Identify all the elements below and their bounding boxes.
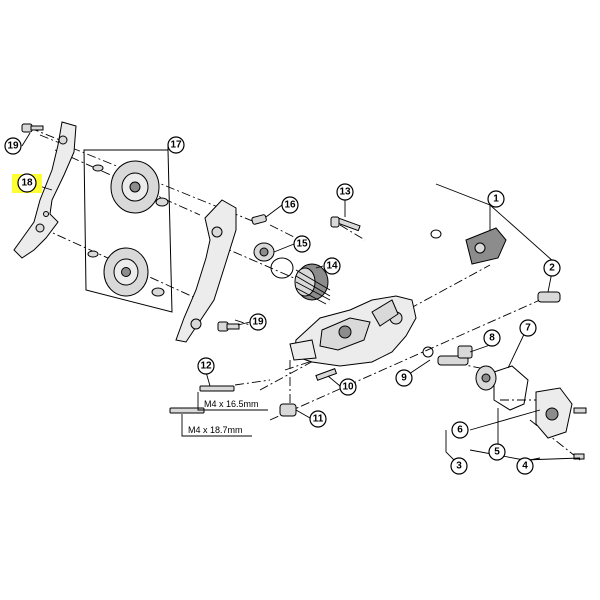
cable-fixing-bolt <box>315 368 338 381</box>
callout-4[interactable]: 4 <box>516 457 534 475</box>
bushing <box>253 242 275 262</box>
derailleur-body <box>289 295 417 367</box>
svg-text:3: 3 <box>456 461 462 472</box>
spec-m4-short: M4 x 16.5mm <box>204 399 259 409</box>
spec-m4-long: M4 x 18.7mm <box>188 425 243 435</box>
svg-text:7: 7 <box>525 323 531 334</box>
axle-assembly <box>422 345 473 366</box>
gasket <box>475 365 529 411</box>
callout-3[interactable]: 3 <box>450 457 468 475</box>
return-spring <box>270 257 331 305</box>
svg-text:15: 15 <box>296 239 308 250</box>
callout-17[interactable]: 17 <box>167 136 185 154</box>
plate-bolt-mid <box>217 321 240 332</box>
svg-text:1: 1 <box>493 194 499 205</box>
svg-text:2: 2 <box>549 263 555 274</box>
outer-plate <box>175 199 237 343</box>
svg-text:19: 19 <box>7 141 19 152</box>
svg-text:8: 8 <box>489 333 495 344</box>
svg-text:6: 6 <box>457 425 463 436</box>
tension-pulley <box>87 247 165 297</box>
clutch-unit <box>535 387 587 460</box>
guide-pulley <box>92 160 169 214</box>
callout-15[interactable]: 15 <box>293 235 311 253</box>
callout-19-top[interactable]: 19 <box>4 137 22 155</box>
callout-10[interactable]: 10 <box>339 378 357 396</box>
b-tension-bolt <box>330 216 361 232</box>
callout-6[interactable]: 6 <box>451 421 469 439</box>
svg-text:16: 16 <box>284 200 296 211</box>
svg-text:13: 13 <box>339 187 351 198</box>
svg-text:10: 10 <box>342 382 354 393</box>
callout-16[interactable]: 16 <box>281 196 299 214</box>
svg-text:19: 19 <box>252 317 264 328</box>
callout-8[interactable]: 8 <box>483 329 501 347</box>
plate-bolt-top <box>21 123 44 133</box>
callout-1[interactable]: 1 <box>487 190 505 208</box>
callout-11[interactable]: 11 <box>309 410 327 428</box>
svg-text:12: 12 <box>200 361 212 372</box>
cable-adjuster-link <box>430 227 561 303</box>
adjust-screws <box>169 385 235 414</box>
callout-19-mid[interactable]: 19 <box>249 313 267 331</box>
svg-text:11: 11 <box>313 414 324 425</box>
callout-7[interactable]: 7 <box>519 319 537 337</box>
svg-text:18: 18 <box>21 178 33 189</box>
svg-text:17: 17 <box>170 140 182 151</box>
pulley-set-box <box>83 149 173 313</box>
inner-plate <box>13 121 77 259</box>
svg-text:5: 5 <box>494 447 500 458</box>
svg-text:14: 14 <box>326 261 338 272</box>
callout-5[interactable]: 5 <box>488 443 506 461</box>
callout-12[interactable]: 12 <box>197 357 215 375</box>
callout-13[interactable]: 13 <box>336 183 354 201</box>
leaders <box>21 132 581 467</box>
callout-9[interactable]: 9 <box>395 369 413 387</box>
callout-14[interactable]: 14 <box>323 257 341 275</box>
cable-nut <box>279 403 297 417</box>
callout-2[interactable]: 2 <box>543 259 561 277</box>
svg-text:9: 9 <box>401 373 407 384</box>
svg-text:4: 4 <box>522 461 528 472</box>
stopper-bolt <box>251 214 267 225</box>
callout-18[interactable]: 18 <box>17 173 37 193</box>
